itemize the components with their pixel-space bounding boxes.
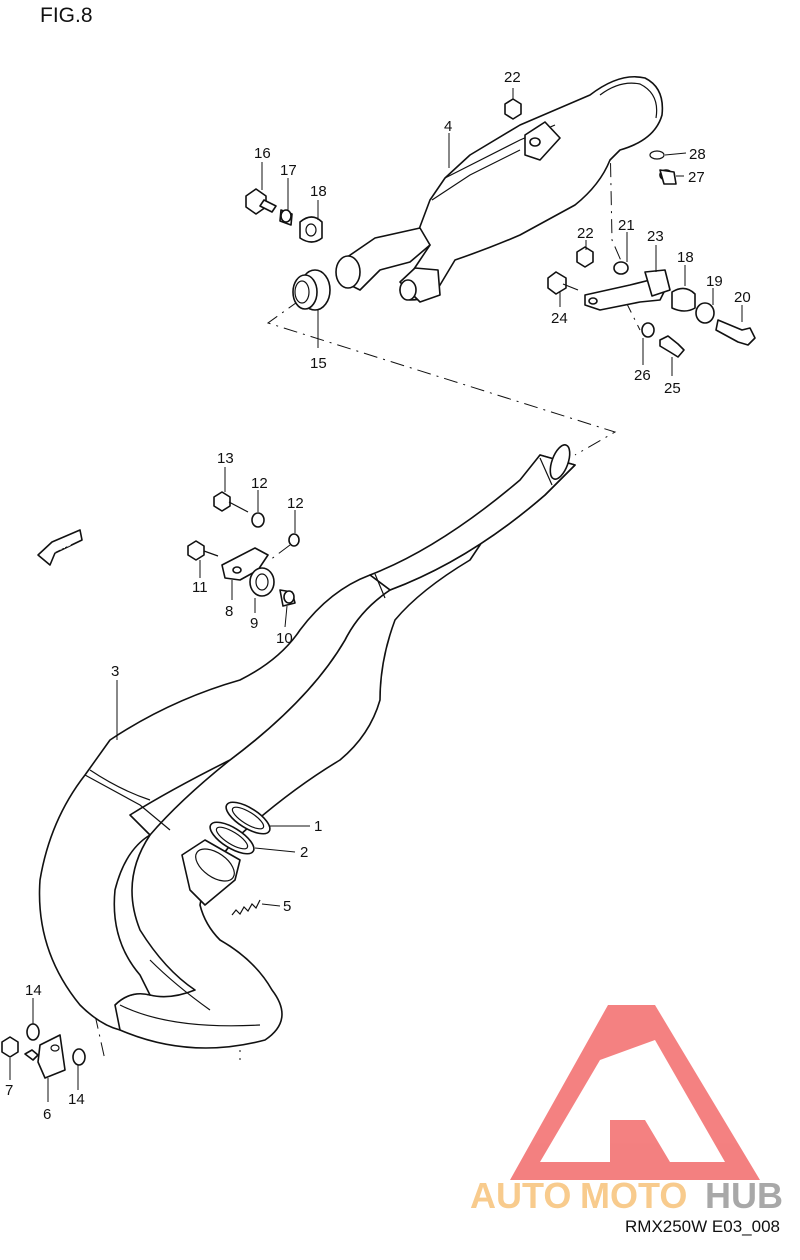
callout-23: 23 [647, 228, 664, 245]
callout-4: 4 [444, 118, 452, 135]
lower-bracket-hardware [1, 1023, 86, 1079]
callout-25: 25 [664, 380, 681, 397]
callout-15: 15 [310, 355, 327, 372]
callout-22-upper: 22 [504, 69, 521, 86]
callout-8: 8 [225, 603, 233, 620]
muffler-mount-bracket [524, 121, 561, 161]
watermark-text-auto: AUTO [470, 1175, 571, 1216]
callout-14-right: 14 [68, 1091, 85, 1108]
callout-numbers: 1 2 3 4 5 6 7 8 9 10 11 12 12 13 14 14 1… [5, 69, 751, 1123]
muffler-bracket-plate [584, 279, 666, 311]
diagram-reference-code: RMX250W E03_008 [625, 1217, 780, 1236]
callout-18-right: 18 [677, 249, 694, 266]
callout-9: 9 [250, 615, 258, 632]
callout-22-lower: 22 [577, 225, 594, 242]
gaskets-and-spring [209, 801, 271, 916]
silencer-muffler [335, 76, 664, 303]
pipe-mount-hardware [187, 491, 300, 607]
callout-20: 20 [734, 289, 751, 306]
watermark-text-moto: MOTO [580, 1175, 687, 1216]
callout-16: 16 [254, 145, 271, 162]
callout-10: 10 [276, 630, 293, 647]
callout-12-lower: 12 [287, 495, 304, 512]
callout-13: 13 [217, 450, 234, 467]
leader-lines [9, 88, 743, 1102]
callout-26: 26 [634, 367, 651, 384]
callout-12-upper: 12 [251, 475, 268, 492]
inlet-seal-ring [292, 269, 331, 311]
callout-5: 5 [283, 898, 291, 915]
upper-mount-hardware [245, 188, 323, 243]
callout-3: 3 [111, 663, 119, 680]
callout-6: 6 [43, 1106, 51, 1123]
callout-11: 11 [192, 579, 208, 596]
callout-7: 7 [5, 1082, 13, 1099]
callout-21: 21 [618, 217, 635, 234]
callout-18-left: 18 [310, 183, 327, 200]
callout-27: 27 [688, 169, 705, 186]
callout-2: 2 [300, 844, 308, 861]
watermark-triangle-icon [510, 1005, 760, 1180]
callout-14-left: 14 [25, 982, 42, 999]
callout-24: 24 [551, 310, 568, 327]
callout-1: 1 [314, 818, 322, 835]
watermark-text-hub: HUB [705, 1175, 783, 1216]
exhaust-pipe-chamber [38, 444, 576, 1049]
callout-17: 17 [280, 162, 297, 179]
figure-title: FIG.8 [40, 4, 93, 27]
callout-28: 28 [689, 146, 706, 163]
rear-bracket-hardware [504, 98, 756, 358]
forward-direction-badge: FWD [37, 529, 83, 566]
watermark-logo: AUTO MOTO HUB [470, 1005, 783, 1216]
callout-19: 19 [706, 273, 723, 290]
